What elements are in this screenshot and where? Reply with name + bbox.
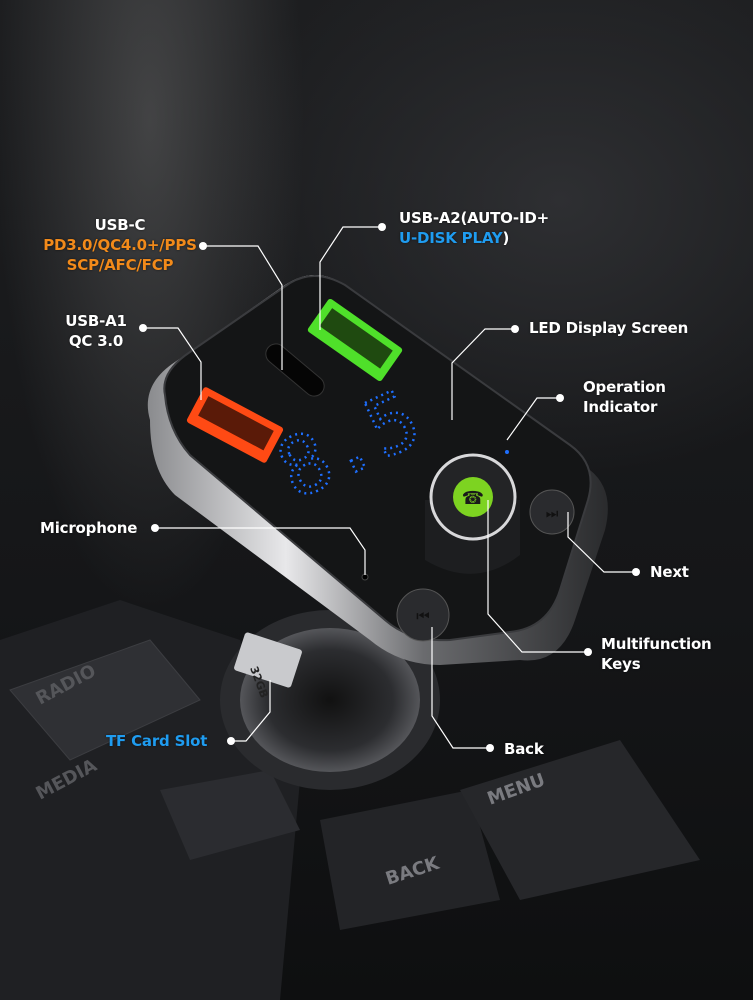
usb-a2-close: ) — [502, 229, 510, 247]
usb-c-port — [265, 343, 325, 397]
operation-indicator-led — [505, 450, 509, 454]
indicator-callout: Operation Indicator — [583, 377, 666, 417]
usb-c-protocols-2: SCP/AFC/FCP — [66, 256, 174, 274]
usb-a2-port — [307, 298, 403, 382]
multifunction-line2: Keys — [601, 655, 641, 673]
indicator-line2: Indicator — [583, 398, 658, 416]
previous-track-icon: ⏮ — [416, 607, 430, 625]
next-button[interactable]: ⏭ — [529, 489, 575, 535]
tf-card — [234, 632, 302, 688]
tf-card-callout: TF Card Slot — [106, 732, 208, 750]
usb-c-protocols-1: PD3.0/QC4.0+/PPS — [43, 236, 197, 254]
multifunction-callout: Multifunction Keys — [601, 634, 712, 674]
next-track-icon: ⏭ — [546, 506, 559, 522]
multifunction-line1: Multifunction — [601, 635, 712, 653]
leader-dots — [139, 223, 640, 752]
usb-c-title: USB-C — [94, 216, 146, 234]
led-callout: LED Display Screen — [529, 319, 689, 337]
indicator-line1: Operation — [583, 378, 666, 396]
usb-a1-title: USB-A1 — [65, 312, 127, 330]
usb-a2-title: USB-A2(AUTO-ID+ — [399, 209, 549, 227]
leader-lines — [143, 226, 636, 749]
usb-c-callout: USB-C PD3.0/QC4.0+/PPS SCP/AFC/FCP — [36, 215, 204, 275]
microphone-callout: Microphone — [40, 519, 138, 537]
usb-a1-callout: USB-A1 QC 3.0 — [56, 311, 136, 351]
usb-a2-callout: USB-A2(AUTO-ID+ U-DISK PLAY) — [399, 208, 549, 248]
usb-a1-port — [186, 387, 284, 463]
usb-a1-sub: QC 3.0 — [68, 332, 124, 350]
back-button[interactable]: ⏮ — [396, 588, 450, 642]
next-callout: Next — [650, 563, 689, 581]
usb-a2-sub: U-DISK PLAY — [399, 229, 503, 247]
back-callout: Back — [504, 740, 544, 758]
multifunction-key[interactable]: ☎ — [425, 453, 520, 574]
phone-icon: ☎ — [462, 488, 484, 509]
